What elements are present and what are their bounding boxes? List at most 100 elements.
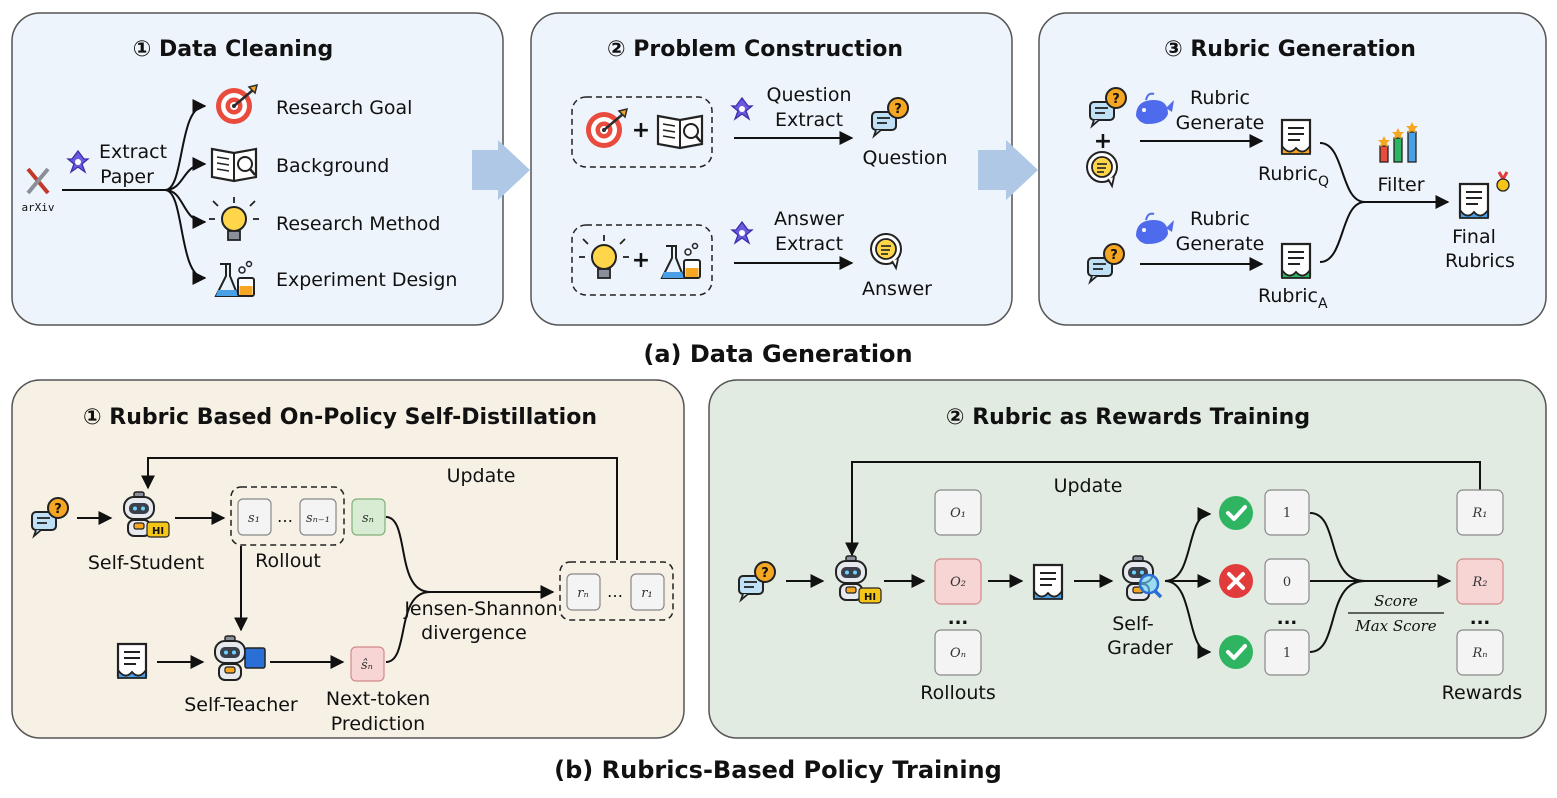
teacher-screen-icon <box>244 647 266 669</box>
merge-connectors <box>1319 142 1450 263</box>
policy-badge <box>858 587 882 604</box>
update-loop-arrow <box>141 457 618 560</box>
reward-rn <box>1456 629 1504 676</box>
token-sn-1-text: sₙ₋₁ <box>306 511 330 526</box>
flow-arrow-1 <box>472 140 530 200</box>
book-icon <box>210 147 258 183</box>
question-extract-line2: Extract <box>775 109 843 131</box>
rewards-update-label: Update <box>1054 475 1123 497</box>
panel-rewards-training <box>708 379 1547 739</box>
formula-numerator: Score <box>1374 592 1418 610</box>
reward-merge-connectors <box>1309 512 1452 653</box>
rollouts-label: Rollouts <box>920 682 996 704</box>
rubric-generate-a-line1: Rubric <box>1190 208 1250 230</box>
score-ellipsis: ... <box>1277 608 1298 629</box>
token-rn-text: rₙ <box>577 586 588 601</box>
self-teacher-label: Self-Teacher <box>184 694 298 716</box>
reward-r2 <box>1456 558 1504 605</box>
token-r1 <box>630 573 665 611</box>
final-doc-icon <box>1458 182 1490 220</box>
token-s1-text: s₁ <box>248 511 260 526</box>
token-s1 <box>237 498 272 536</box>
final-rubrics-line1: Final <box>1452 226 1496 248</box>
panel-rubric-generation <box>1038 12 1547 326</box>
filter-label: Filter <box>1377 174 1424 196</box>
book-icon <box>656 114 704 150</box>
token-sn <box>351 498 386 536</box>
reward-rn-text: Rₙ <box>1471 646 1487 661</box>
token-sn-hat <box>350 646 385 682</box>
plus-sign: + <box>632 118 650 143</box>
rewards-label: Rewards <box>1442 682 1523 704</box>
score-n-text: 1 <box>1283 646 1291 661</box>
final-rubrics-line2: Rubrics <box>1445 250 1515 272</box>
rubric-q-base: Rubric <box>1258 163 1318 185</box>
score-1-text: 1 <box>1283 506 1291 521</box>
question-inputs-box <box>571 96 713 168</box>
reward-r2-text: R₂ <box>1472 575 1488 590</box>
token-r1-text: r₁ <box>641 586 652 601</box>
extract-label-line1: Extract <box>99 141 167 163</box>
rollout-o1 <box>934 489 982 536</box>
branch-connectors <box>62 99 207 285</box>
extract-label-line2: Paper <box>100 166 154 188</box>
score-2-text: 0 <box>1283 575 1291 590</box>
problem-construction-title: ② Problem Construction <box>607 37 903 62</box>
data-cleaning-title: ① Data Cleaning <box>133 37 333 62</box>
output-background: Background <box>276 155 389 177</box>
token-rn <box>566 573 601 611</box>
output-research-goal: Research Goal <box>276 97 412 119</box>
next-token-line1: Next-token <box>326 688 430 710</box>
teacher-robot-icon <box>214 635 246 681</box>
caption-policy-training: (b) Rubrics-Based Policy Training <box>554 756 1002 784</box>
plus-sign: + <box>632 248 650 273</box>
panel-self-distillation <box>11 379 685 739</box>
self-distillation-title: ① Rubric Based On-Policy Self-Distillati… <box>83 405 597 430</box>
rubric-generate-q-line2: Generate <box>1176 112 1265 134</box>
token-sn-1 <box>299 498 337 536</box>
rollout-label: Rollout <box>255 550 321 572</box>
answer-inputs-box <box>571 224 713 296</box>
cross-icon <box>1217 562 1255 600</box>
answer-output-label: Answer <box>862 278 932 300</box>
token-sn-text: sₙ <box>362 511 374 526</box>
divergence-line1: Jensen-Shannon <box>403 598 557 620</box>
rubric-q-doc-icon <box>1280 118 1312 155</box>
answer-extract-line1: Answer <box>774 208 844 230</box>
rollout-o1-text: O₁ <box>950 506 966 521</box>
reward-r1 <box>1456 489 1504 536</box>
question-output-label: Question <box>863 147 948 169</box>
rubric-a-base: Rubric <box>1258 285 1318 307</box>
update-label: Update <box>447 465 516 487</box>
rollout-o2-text: O₂ <box>950 575 966 590</box>
caption-data-generation: (a) Data Generation <box>643 340 912 368</box>
policy-badge-text: HI <box>864 592 876 603</box>
rubric-generation-title: ③ Rubric Generation <box>1164 37 1416 62</box>
rollout-on <box>934 629 982 676</box>
reward-ellipsis: ... <box>1470 608 1491 629</box>
rubric-a-sub: A <box>1318 296 1328 312</box>
self-student-label: Self-Student <box>88 552 204 574</box>
student-badge <box>146 521 170 538</box>
score-box-2 <box>1264 558 1310 605</box>
next-token-line2: Prediction <box>331 713 425 735</box>
output-experiment-design: Experiment Design <box>276 269 457 291</box>
divergence-connectors <box>385 516 555 663</box>
divergence-line2: divergence <box>421 622 527 644</box>
rubric-a-doc-icon <box>1280 242 1312 279</box>
token-ellipsis: … <box>277 507 293 526</box>
arxiv-label: arXiv <box>21 201 54 214</box>
rewards-update-loop <box>845 461 1481 557</box>
reward-ellipsis: … <box>607 582 623 601</box>
rollout-ellipsis: ... <box>948 608 969 629</box>
token-sn-hat-text: ŝₙ <box>361 658 373 673</box>
rubric-doc-icon <box>1032 563 1064 601</box>
rubric-generate-q-line1: Rubric <box>1190 87 1250 109</box>
plus-sign: + <box>1094 129 1112 154</box>
rubric-q-sub: Q <box>1318 174 1329 190</box>
rewards-training-title: ② Rubric as Rewards Training <box>946 405 1310 430</box>
reward-r1-text: R₁ <box>1472 506 1488 521</box>
grader-label-line1: Self- <box>1112 613 1154 635</box>
check-icon <box>1217 633 1255 671</box>
